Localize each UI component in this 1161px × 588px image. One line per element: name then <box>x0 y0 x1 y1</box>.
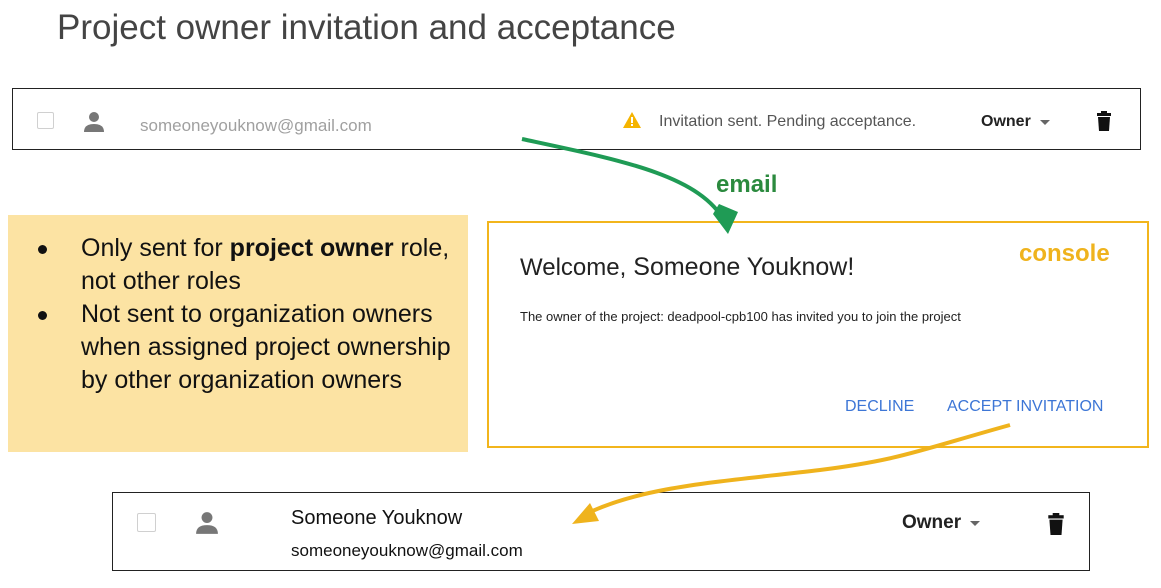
member-email: someoneyouknow@gmail.com <box>291 541 523 560</box>
bullet-icon <box>38 311 47 320</box>
row-checkbox[interactable] <box>137 513 156 532</box>
invitation-dialog: Welcome,Someone Youknow! The owner of th… <box>487 221 1149 448</box>
role-label: Owner <box>902 512 962 533</box>
accepted-member-row: Someone Youknow someoneyouknow@gmail.com… <box>112 492 1090 571</box>
warning-icon <box>623 112 641 128</box>
role-dropdown[interactable]: Owner <box>902 512 981 534</box>
pending-member-row: someoneyouknow@gmail.com Invitation sent… <box>12 88 1141 150</box>
accept-invitation-button[interactable]: ACCEPT INVITATION <box>947 398 1104 415</box>
invitation-message: The owner of the project: deadpool-cpb10… <box>520 309 961 324</box>
role-label: Owner <box>981 113 1031 130</box>
note-bold-text: project owner <box>229 234 394 262</box>
row-checkbox[interactable] <box>37 112 54 129</box>
role-dropdown[interactable]: Owner <box>981 113 1050 131</box>
welcome-text: Welcome, <box>520 254 627 281</box>
pending-email: someoneyouknow@gmail.com <box>140 116 372 135</box>
note-text: Not sent to organization owners when ass… <box>81 300 451 394</box>
trash-icon[interactable] <box>1047 513 1065 535</box>
member-name: Someone Youknow <box>291 507 463 529</box>
welcome-heading: Welcome,Someone Youknow! <box>520 253 854 282</box>
person-icon <box>84 112 104 132</box>
note-item-1: Only sent for project owner role, not ot… <box>30 232 466 298</box>
bullet-icon <box>38 245 47 254</box>
trash-icon[interactable] <box>1096 111 1112 131</box>
note-text: role, not other roles <box>81 234 450 295</box>
decline-button[interactable]: DECLINE <box>845 398 915 415</box>
console-label: console <box>1019 240 1110 267</box>
user-name: Someone Youknow! <box>633 253 855 281</box>
person-icon <box>196 512 218 534</box>
note-text: Only sent for <box>81 234 230 262</box>
notes-panel: Only sent for project owner role, not ot… <box>8 215 468 452</box>
chevron-down-icon <box>970 520 981 526</box>
email-arrow <box>521 137 727 223</box>
note-item-2: Not sent to organization owners when ass… <box>30 298 466 397</box>
pending-status: Invitation sent. Pending acceptance. <box>659 113 917 130</box>
page-title: Project owner invitation and acceptance <box>57 8 676 47</box>
chevron-down-icon <box>1039 119 1050 125</box>
email-label: email <box>716 171 778 198</box>
